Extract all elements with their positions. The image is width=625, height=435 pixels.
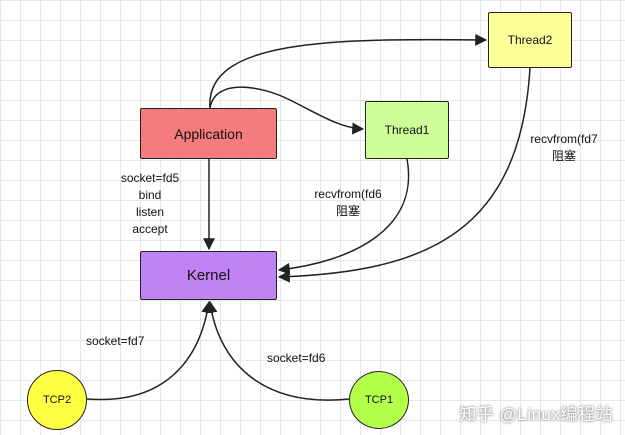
kernel-node: Kernel bbox=[140, 251, 277, 300]
kernel-label: Kernel bbox=[186, 267, 231, 284]
tcp2-label: TCP2 bbox=[42, 394, 72, 406]
thread2-label: Thread2 bbox=[507, 33, 553, 47]
watermark: 知乎 @Linux编程站 bbox=[459, 405, 613, 424]
edge-thread2-kernel bbox=[277, 67, 531, 283]
thread2-kernel-label: recvfrom(fd7 阻塞 bbox=[522, 131, 606, 165]
application-label: Application bbox=[174, 125, 243, 142]
edge-tcp2-kernel bbox=[86, 300, 214, 401]
edge-tcp1-kernel bbox=[205, 300, 350, 401]
label-line: socket=fd5 bbox=[120, 171, 180, 185]
edge-app-thread2 bbox=[209, 33, 488, 109]
label-line: accept bbox=[132, 222, 168, 236]
tcp1-kernel-label: socket=fd6 bbox=[267, 351, 326, 365]
tcp2-kernel-label: socket=fd7 bbox=[86, 334, 145, 348]
thread2-node: Thread2 bbox=[488, 12, 572, 68]
label-line: 阻塞 bbox=[551, 149, 576, 163]
label-line: recvfrom(fd7 bbox=[530, 132, 598, 146]
tcp1-label: TCP1 bbox=[364, 394, 394, 406]
thread1-kernel-label: recvfrom(fd6 阻塞 bbox=[308, 186, 388, 220]
tcp2-node: TCP2 bbox=[27, 370, 87, 430]
app-kernel-label: socket=fd5 bind listen accept bbox=[110, 170, 190, 238]
label-line: listen bbox=[135, 205, 164, 219]
label-line: bind bbox=[138, 188, 162, 202]
edge-thread1-kernel bbox=[277, 158, 410, 275]
label-line: 阻塞 bbox=[335, 204, 360, 218]
thread1-node: Thread1 bbox=[365, 101, 449, 159]
tcp1-node: TCP1 bbox=[349, 371, 409, 429]
thread1-label: Thread1 bbox=[384, 123, 430, 137]
edge-app-thread1 bbox=[209, 86, 365, 135]
label-line: recvfrom(fd6 bbox=[314, 187, 382, 201]
application-node: Application bbox=[140, 108, 277, 159]
